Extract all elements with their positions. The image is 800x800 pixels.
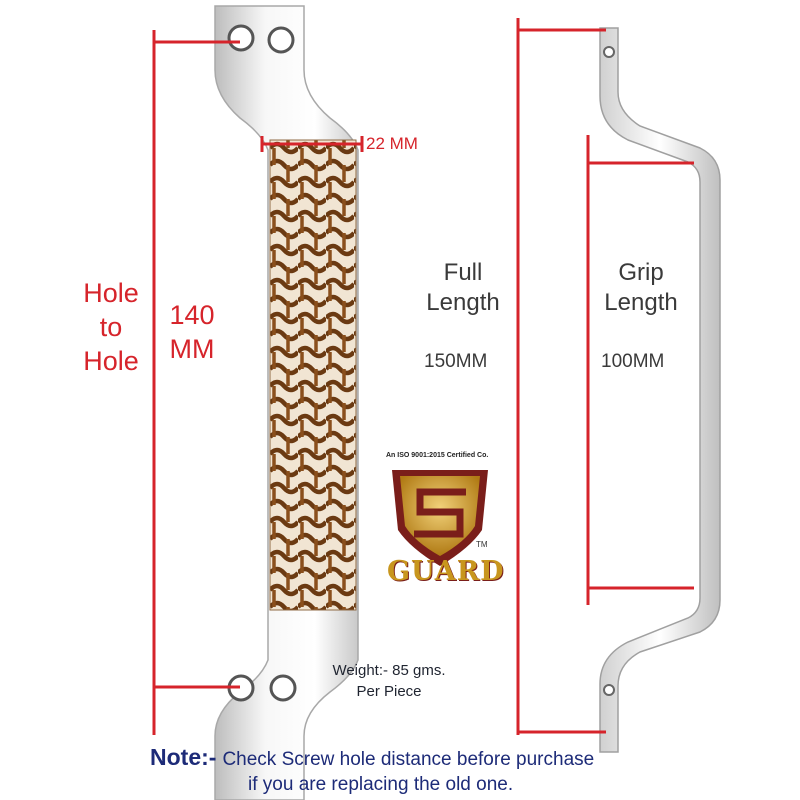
full-length-label: Full Length	[418, 258, 508, 318]
side-hole-top	[603, 46, 615, 58]
weight-value: Weight:- 85 gms.	[332, 662, 446, 679]
grip-length-word-1: Grip	[618, 259, 664, 286]
screw-hole-top-right	[267, 26, 295, 54]
front-handle	[214, 5, 359, 800]
side-handle-profile	[599, 27, 721, 753]
weight-info: Weight:- 85 gms. Per Piece	[326, 660, 452, 702]
note-prefix: Note:-	[150, 744, 217, 770]
iso-certification-text: An ISO 9001:2015 Certified Co.	[386, 452, 489, 459]
full-length-value: 150MM	[424, 351, 488, 372]
hole-to-hole-label: Hole to Hole	[72, 276, 150, 378]
hole-to-hole-word-3: Hole	[83, 346, 139, 376]
side-hole-bottom	[603, 684, 615, 696]
hole-to-hole-word-1: Hole	[83, 278, 139, 308]
side-handle	[599, 27, 721, 753]
note-text-2: if you are replacing the old one.	[248, 774, 514, 795]
screw-hole-top-left	[227, 24, 255, 52]
full-length-word-2: Length	[426, 289, 500, 316]
weight-per-piece: Per Piece	[356, 683, 422, 700]
note-line-1: Note:-Check Screw hole distance before p…	[150, 744, 594, 771]
hole-to-hole-value: 140 MM	[160, 298, 224, 366]
grip-length-label: Grip Length	[595, 258, 687, 318]
guard-brand-name: GUARD	[387, 556, 505, 587]
trademark-symbol: TM	[476, 540, 488, 549]
grip-length-value: 100MM	[601, 351, 665, 372]
width-value: 22 MM	[366, 134, 418, 153]
woven-pattern-inlay	[269, 139, 357, 611]
guard-logo-shield	[392, 470, 488, 566]
hole-to-hole-unit: MM	[169, 334, 215, 364]
hole-to-hole-word-2: to	[99, 312, 123, 342]
full-length-word-1: Full	[443, 259, 483, 286]
screw-hole-bottom-right	[269, 674, 297, 702]
grip-length-word-2: Length	[604, 289, 678, 316]
note-text-1: Check Screw hole distance before purchas…	[222, 749, 595, 770]
hole-to-hole-number: 140	[169, 300, 215, 330]
